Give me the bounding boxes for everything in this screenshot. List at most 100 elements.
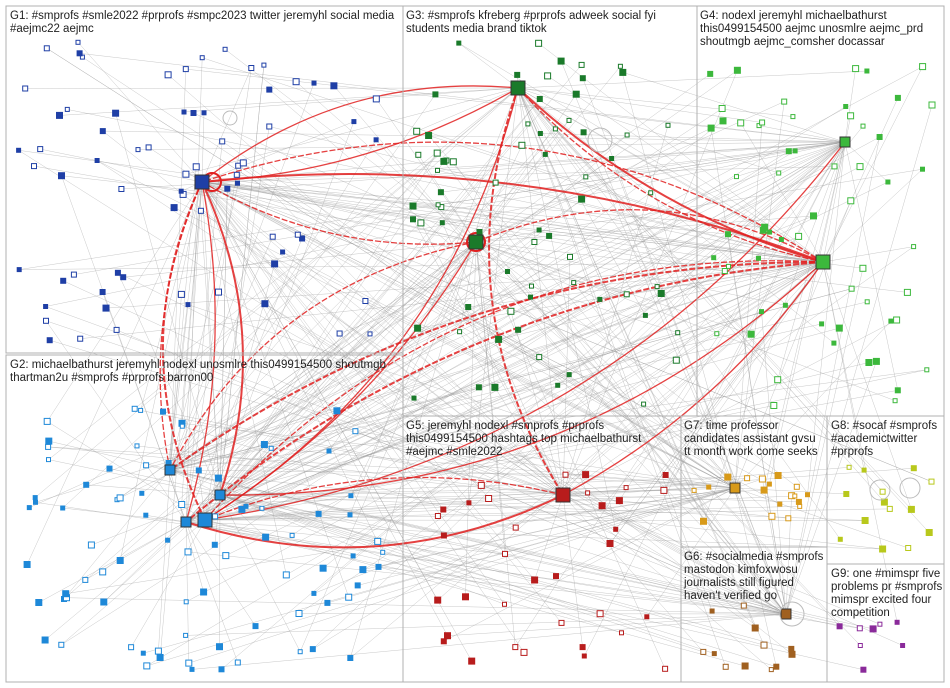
vertex: [512, 524, 519, 531]
edge: [643, 403, 736, 489]
vertex: [178, 501, 186, 508]
vertex: [582, 471, 590, 479]
edge: [475, 94, 577, 243]
edge: [298, 613, 787, 615]
edge: [517, 87, 779, 174]
edge: [437, 141, 846, 171]
vertex: [218, 666, 225, 673]
vertex: [351, 119, 357, 125]
edge: [146, 261, 824, 667]
edge: [205, 241, 477, 523]
vertex: [578, 61, 585, 68]
vertex: [75, 39, 81, 45]
vertex: [903, 288, 911, 296]
edge: [204, 387, 480, 521]
edge: [185, 198, 582, 523]
vertex: [456, 40, 462, 46]
vertex: [415, 151, 422, 158]
vertex: [578, 195, 586, 203]
vertex: [886, 505, 893, 512]
vertex: [492, 179, 499, 186]
edge: [63, 469, 171, 600]
vertex: [928, 478, 935, 485]
edge: [269, 89, 736, 489]
hub-edge: [204, 241, 477, 521]
vertex: [348, 493, 354, 499]
vertex: [434, 513, 441, 519]
edge: [219, 65, 265, 496]
self-loop: [869, 479, 891, 501]
edge: [185, 521, 860, 629]
vertex: [623, 485, 629, 491]
edge: [785, 136, 880, 615]
edge: [185, 235, 550, 523]
hub-vertex: [815, 254, 831, 270]
edge: [728, 261, 824, 267]
vertex: [657, 290, 665, 297]
vertex: [920, 166, 925, 172]
vertex: [777, 501, 783, 507]
vertex: [536, 354, 543, 361]
vertex: [502, 550, 508, 557]
vertex: [462, 593, 469, 601]
vertex: [156, 654, 164, 661]
edge: [562, 477, 748, 496]
vertex: [164, 71, 172, 79]
vertex: [262, 533, 270, 541]
edge: [458, 42, 519, 89]
vertex: [268, 445, 274, 451]
vertex: [654, 284, 660, 290]
vertex: [160, 408, 166, 415]
vertex: [33, 499, 38, 505]
edge: [219, 106, 846, 496]
edge: [201, 181, 627, 295]
vertex: [542, 151, 548, 157]
edge: [271, 448, 736, 489]
edge: [204, 508, 890, 521]
vertex: [724, 473, 732, 481]
edge: [530, 296, 787, 615]
edge: [298, 261, 824, 614]
edge: [185, 120, 570, 523]
hub-vertex: [839, 136, 851, 148]
vertex: [165, 537, 171, 543]
edge: [45, 320, 187, 523]
vertex: [45, 437, 53, 445]
vertex: [56, 111, 63, 119]
hub-edge: [201, 181, 477, 245]
vertex: [266, 123, 273, 130]
vertex: [280, 249, 286, 255]
vertex: [183, 632, 189, 638]
edge: [785, 613, 840, 627]
edge: [201, 181, 570, 375]
vertex: [662, 472, 669, 478]
vertex: [536, 227, 542, 233]
vertex: [214, 474, 222, 482]
edge: [615, 261, 824, 530]
edge: [201, 181, 562, 624]
edge: [80, 261, 824, 339]
edge: [201, 181, 793, 655]
edge: [169, 166, 835, 471]
vertex: [134, 443, 140, 449]
edge: [185, 64, 582, 523]
vertex: [805, 492, 810, 498]
edge: [169, 469, 883, 550]
vertex: [740, 602, 747, 609]
vertex: [617, 63, 623, 69]
vertex: [660, 486, 668, 494]
edge: [734, 487, 909, 549]
vertex: [457, 329, 463, 335]
vertex: [60, 505, 66, 511]
edge: [185, 467, 914, 523]
edge: [146, 487, 736, 667]
vertex: [857, 643, 863, 648]
edge: [488, 498, 787, 615]
edge: [475, 120, 570, 243]
edge: [59, 87, 519, 116]
vertex: [118, 186, 125, 192]
edge: [201, 181, 472, 662]
edge: [219, 494, 319, 515]
edge: [115, 113, 221, 496]
vertex: [856, 163, 864, 171]
